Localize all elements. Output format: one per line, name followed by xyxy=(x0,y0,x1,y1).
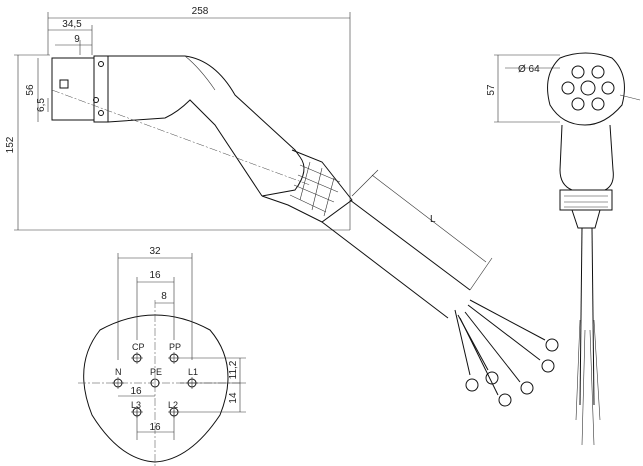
dim-latch-offset: 6,5 xyxy=(36,98,47,112)
latch-window xyxy=(59,79,69,89)
dim-spacing-16-mid: 16 xyxy=(130,386,142,397)
dim-overall-length: 258 xyxy=(192,6,209,17)
pin-label-n: N xyxy=(115,367,122,377)
dim-front-diameter: Ø 64 xyxy=(518,64,540,75)
dim-cable-length: L xyxy=(430,214,436,225)
pin-label-l2: L2 xyxy=(168,400,178,410)
dim-overall-height: 152 xyxy=(5,136,16,153)
handle-end xyxy=(261,156,305,197)
dim-width-8: 8 xyxy=(161,291,167,302)
dim-width-32: 32 xyxy=(149,246,161,257)
pin-label-pe: PE xyxy=(150,367,162,377)
cable-bottom xyxy=(321,221,449,319)
dim-front-height: 57 xyxy=(486,84,497,96)
dim-vertical-14: 14 xyxy=(228,392,239,404)
body-top-edge xyxy=(108,55,301,158)
connector-head xyxy=(51,57,95,121)
strain-relief xyxy=(261,149,353,223)
pin-label-pp: PP xyxy=(169,342,181,352)
dim-spacing-16-bottom: 16 xyxy=(149,422,161,433)
connector-ring xyxy=(93,55,109,123)
pin-n: N xyxy=(112,367,124,389)
dim-head-height: 56 xyxy=(25,84,36,96)
front-view: 57 Ø 64 xyxy=(486,52,641,446)
pin-cp: CP xyxy=(131,342,145,364)
side-view: 258 34,5 9 152 56 6,5 xyxy=(5,6,559,407)
pin-layout: 32 16 8 16 16 11,2 14 CP PP xyxy=(78,246,246,466)
cable-top xyxy=(349,199,471,291)
pin-l2: L2 xyxy=(168,400,180,418)
pin-l3: L3 xyxy=(131,400,143,418)
pin-pe: PE xyxy=(150,367,162,388)
pin-label-l3: L3 xyxy=(131,400,141,410)
pin-l1: L1 xyxy=(186,367,198,389)
dim-ring-width: 9 xyxy=(74,34,80,45)
body-bottom-edge xyxy=(107,99,263,197)
dim-width-16-top: 16 xyxy=(149,270,161,281)
pin-label-l1: L1 xyxy=(188,367,198,377)
pin-label-cp: CP xyxy=(132,342,145,352)
pin-outline xyxy=(83,314,229,463)
wire-ends xyxy=(454,299,559,407)
front-face xyxy=(547,52,625,126)
dim-head-length: 34,5 xyxy=(62,19,82,30)
dim-vertical-11-2: 11,2 xyxy=(228,360,239,379)
pin-pp: PP xyxy=(168,342,181,364)
